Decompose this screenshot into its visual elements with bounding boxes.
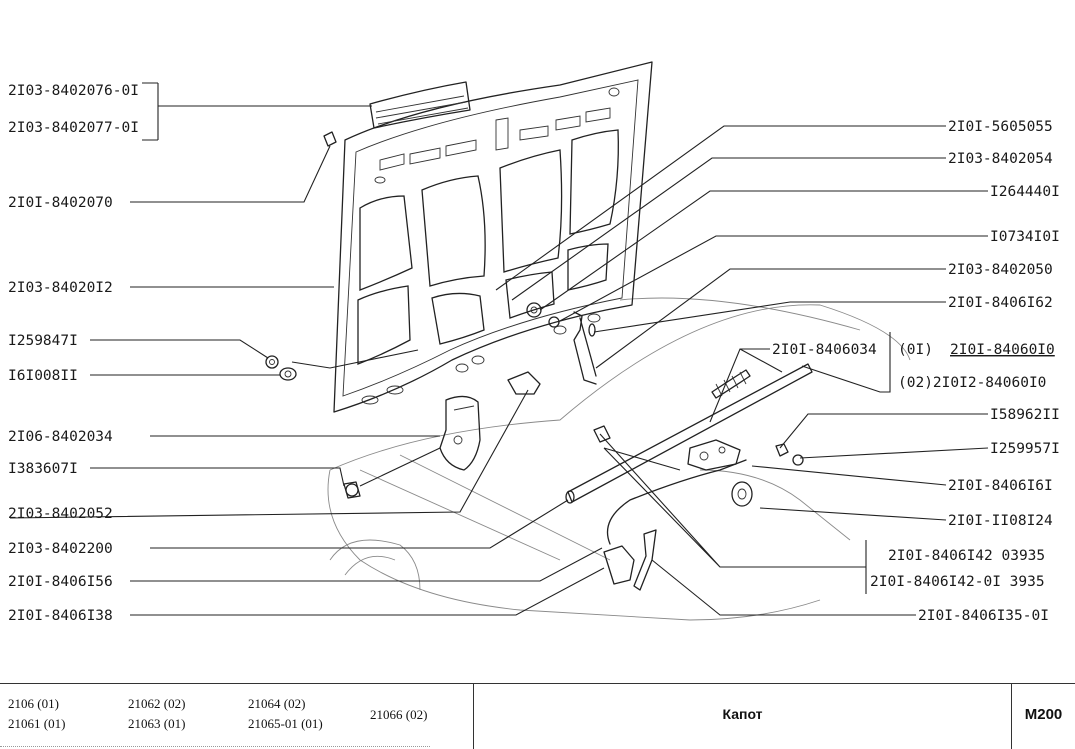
divider [1011, 684, 1012, 749]
part-label: 2I0I-8402070 [8, 195, 113, 211]
part-label: 2I0I-8406034 [772, 342, 877, 358]
divider [0, 746, 430, 747]
part-label: (02)2I0I2-84060I0 [898, 375, 1046, 391]
model-name: 21062 (02) [128, 696, 186, 711]
model-cell: 21064 (02) 21065-01 (01) [248, 694, 323, 734]
leader-lines [9, 82, 989, 616]
part-label: 2I03-8402052 [8, 506, 113, 522]
release-spring [711, 369, 751, 399]
part-label: 2I0I-8406I42 03935 [888, 548, 1045, 564]
small-nuts [775, 443, 804, 466]
hinge-left [439, 395, 481, 471]
part-label: 2I03-8402076-0I [8, 83, 139, 99]
model-name: 21064 (02) [248, 696, 306, 711]
model-name: 21066 (02) [370, 707, 428, 722]
part-label: 2I03-8402200 [8, 541, 113, 557]
part-label: 2I0I-5605055 [948, 119, 1053, 135]
hinge-bracket [507, 371, 541, 395]
prop-rod [565, 363, 813, 504]
part-label: I383607I [8, 461, 78, 477]
part-label: 2I0I-8406I56 [8, 574, 113, 590]
model-name: 21065-01 (01) [248, 716, 323, 731]
part-labels: 2I03-8402076-0I 2I03-8402077-0I 2I0I-840… [8, 83, 1060, 624]
part-label: I6I008II [8, 368, 78, 384]
part-label: 2I0I-8406I62 [948, 295, 1053, 311]
sheet-code: M200 [1024, 706, 1063, 723]
release-lever [603, 529, 657, 591]
part-label: I259847I [8, 333, 78, 349]
part-label: 2I06-8402034 [8, 429, 113, 445]
latch-parts [526, 302, 597, 385]
nut-and-washer [265, 355, 297, 381]
sheet-title: Капот [722, 706, 763, 722]
model-name: 21063 (01) [128, 716, 186, 731]
part-label: 2I03-8402050 [948, 262, 1053, 278]
model-name: 21061 (01) [8, 716, 66, 731]
part-label: 2I0I-8406I42-0I 3935 [870, 574, 1045, 590]
model-cell: 2106 (01) 21061 (01) [8, 694, 65, 734]
drawing-title-block: 2106 (01) 21061 (01) 21062 (02) 21063 (0… [0, 683, 1075, 749]
cable-clamp [593, 425, 611, 443]
model-cell: 21062 (02) 21063 (01) [128, 694, 185, 734]
part-label: (0I) [898, 342, 933, 358]
part-label: 2I0I-84060I0 [950, 342, 1055, 358]
hood-pin [323, 131, 337, 147]
hood-panel [333, 61, 653, 413]
part-label: 2I03-8402054 [948, 151, 1053, 167]
part-label: 2I0I-8406I6I [948, 478, 1053, 494]
bump-stop [343, 481, 361, 499]
release-cable [606, 459, 747, 545]
model-cell: 21066 (02) [370, 705, 427, 725]
part-label: I264440I [990, 184, 1060, 200]
part-label: I259957I [990, 441, 1060, 457]
grommet [731, 481, 753, 507]
model-name: 2106 (01) [8, 696, 59, 711]
divider [473, 684, 474, 749]
car-body-outline [327, 297, 911, 621]
part-label: 2I0I-8406I35-0I [918, 608, 1049, 624]
hood-parts-diagram: 2I03-8402076-0I 2I03-8402077-0I 2I0I-840… [8, 61, 1060, 624]
part-label: 2I03-8402077-0I [8, 120, 139, 136]
part-label: 2I0I-II08I24 [948, 513, 1053, 529]
part-label: 2I0I-8406I38 [8, 608, 113, 624]
part-label: 2I03-84020I2 [8, 280, 113, 296]
part-label: I0734I0I [990, 229, 1060, 245]
air-intake-grille [369, 81, 471, 129]
part-label: I58962II [990, 407, 1060, 423]
